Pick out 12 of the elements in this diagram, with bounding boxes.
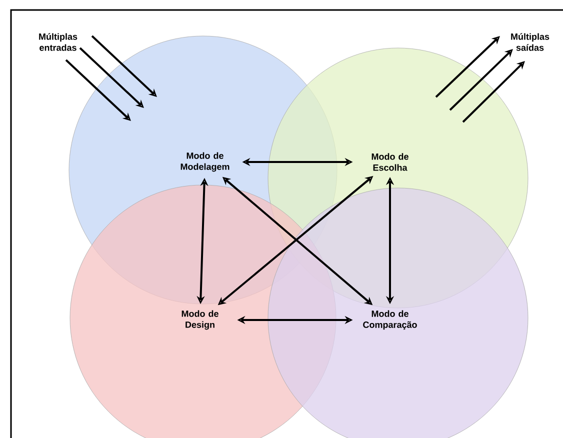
flow-label: Múltiplas entradas — [39, 33, 78, 51]
arrow — [449, 49, 513, 111]
arrow — [462, 61, 525, 123]
mode-label: Modo de Modelagem — [180, 152, 230, 172]
arrow — [65, 59, 131, 121]
flow-label: Múltiplas saídas — [511, 33, 550, 51]
mode-label: Modo de Escolha — [372, 153, 408, 171]
mode-label: Modo de Design — [182, 310, 218, 330]
arrow — [79, 47, 144, 108]
mode-label: Modo de Comparação — [363, 310, 417, 330]
arrow — [435, 36, 500, 98]
arrow — [91, 35, 157, 97]
